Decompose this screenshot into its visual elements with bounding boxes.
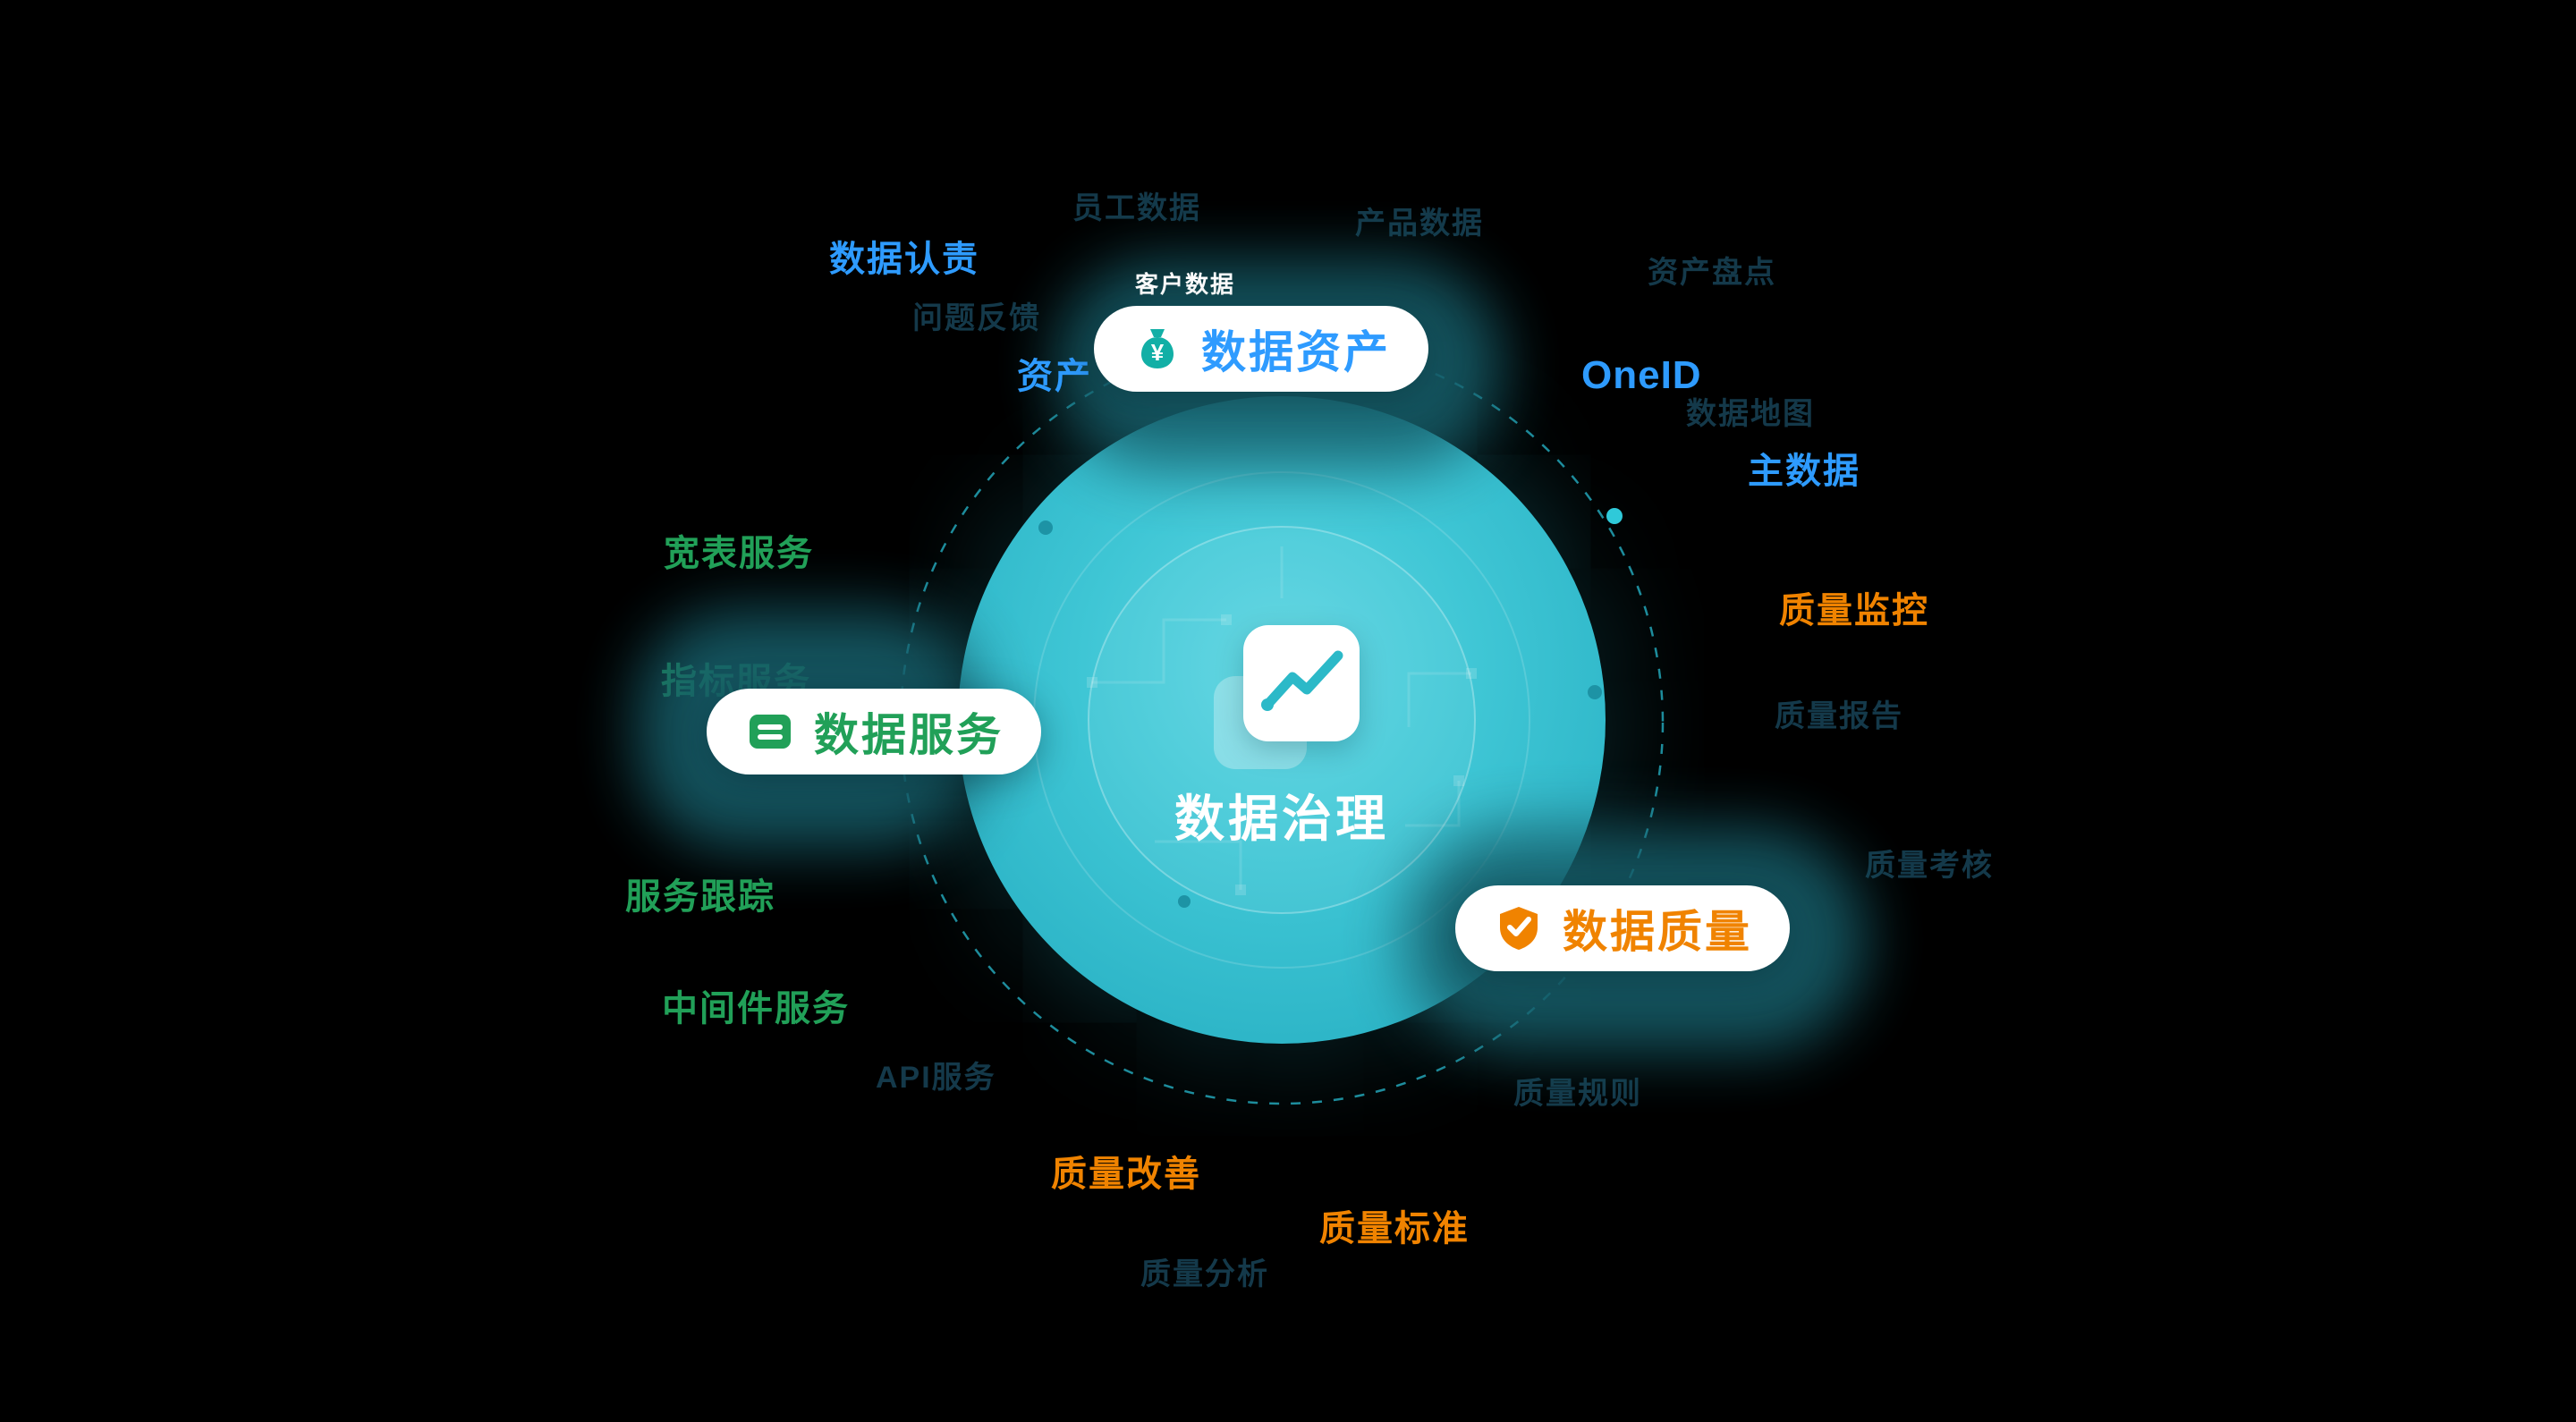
- circle-edge-dot: [1178, 895, 1191, 908]
- label-master-data: 主数据: [1748, 452, 1860, 491]
- label-wide-table-service: 宽表服务: [664, 534, 814, 573]
- label-faint-product-data: 产品数据: [1355, 207, 1484, 241]
- label-service-tracking: 服务跟踪: [625, 877, 775, 917]
- svg-text:¥: ¥: [1151, 339, 1165, 366]
- stack-icon: [744, 706, 796, 758]
- pill-label: 数据资产: [1201, 327, 1391, 377]
- label-quality-improvement: 质量改善: [1051, 1155, 1201, 1194]
- label-faint-api-service: API服务: [876, 1061, 996, 1095]
- label-faint-data-map: 数据地图: [1686, 397, 1815, 431]
- label-middleware-service: 中间件服务: [662, 989, 850, 1028]
- label-asset: 资产: [1017, 357, 1092, 396]
- label-faint-quality-rules: 质量规则: [1513, 1077, 1642, 1111]
- pill-label: 数据服务: [814, 710, 1004, 760]
- label-faint-feedback: 问题反馈: [912, 301, 1041, 335]
- circle-edge-dot: [1038, 521, 1053, 535]
- pill-data-quality: 数据质量: [1455, 885, 1790, 971]
- label-faint-asset-inventory: 资产盘点: [1648, 256, 1776, 290]
- orbit-dot: [1606, 508, 1623, 524]
- label-customer-data: 客户数据: [1135, 271, 1236, 298]
- label-faint-quality-analysis: 质量分析: [1140, 1257, 1269, 1291]
- circle-edge-dot: [1588, 685, 1602, 699]
- pill-data-assets: ¥ 数据资产: [1094, 306, 1428, 392]
- label-quality-monitoring: 质量监控: [1779, 591, 1929, 631]
- money-bag-icon: ¥: [1131, 323, 1183, 375]
- label-faint-quality-review: 质量考核: [1865, 849, 1994, 883]
- label-faint-quality-report: 质量报告: [1775, 699, 1903, 733]
- pill-data-services: 数据服务: [707, 689, 1041, 774]
- shield-check-icon: [1493, 902, 1545, 954]
- label-quality-standard: 质量标准: [1319, 1209, 1470, 1248]
- label-oneid: OneID: [1581, 353, 1702, 397]
- orbit-ring: [899, 340, 1665, 1105]
- center-title: 数据治理: [1174, 791, 1389, 847]
- label-faint-employee-data: 员工数据: [1072, 191, 1201, 225]
- pill-label: 数据质量: [1563, 907, 1752, 957]
- document-chart-icon: [1243, 625, 1360, 741]
- label-data-accountability: 数据认责: [829, 240, 979, 279]
